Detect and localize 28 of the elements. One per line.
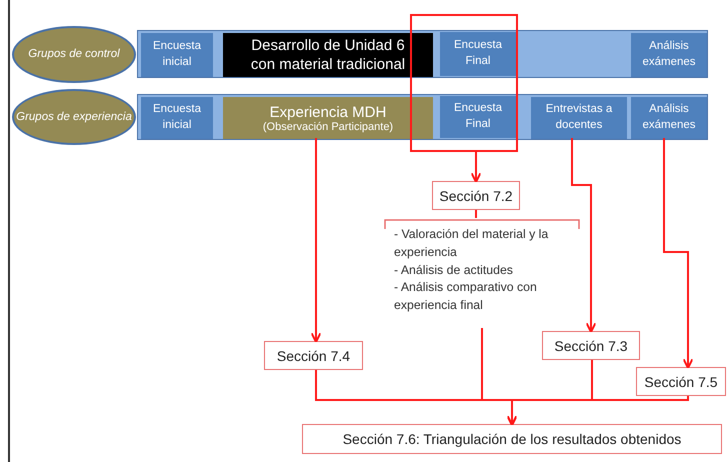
group-ellipse: Grupos de experiencia (12, 89, 136, 145)
stage-subtitle: (Observación Participante) (262, 120, 394, 132)
stage-box: Encuesta inicial (141, 33, 213, 77)
stage-box: Encuesta inicial (141, 97, 213, 139)
note-line: - Valoración del material y la experiencia (394, 226, 550, 261)
stage-box: Desarrollo de Unidad 6 con material tradicional (223, 33, 433, 77)
section-box: Sección 7.3 (542, 331, 640, 360)
stage-box: Encuesta Final (440, 96, 516, 138)
arrow (310, 138, 322, 343)
stage-box: Encuesta Final (440, 32, 516, 76)
note-line: - Análisis comparativo con experiencia final (394, 279, 538, 314)
section-box: Sección 7.5 (636, 367, 726, 396)
arrow (571, 138, 596, 333)
section-box: Sección 7.4 (264, 341, 363, 370)
stage-title: Experiencia MDH (270, 104, 386, 120)
note-line: - Análisis de actitudes (394, 262, 513, 279)
section-box: Sección 7.6: Triangulación de los resultados obtenidos (302, 424, 722, 454)
section-box: Sección 7.2 (432, 181, 520, 210)
stage-box (223, 97, 433, 139)
arrow (506, 396, 689, 426)
group-ellipse: Grupos de control (12, 26, 136, 83)
stage-box: Análisis exámenes (631, 33, 707, 77)
highlight-frame (410, 14, 518, 152)
stage-box: Entrevistas a docentes (531, 97, 627, 139)
connector-line (475, 210, 477, 218)
arrow (470, 152, 482, 183)
stage-box: Análisis exámenes (631, 97, 707, 139)
arrow (663, 138, 694, 369)
